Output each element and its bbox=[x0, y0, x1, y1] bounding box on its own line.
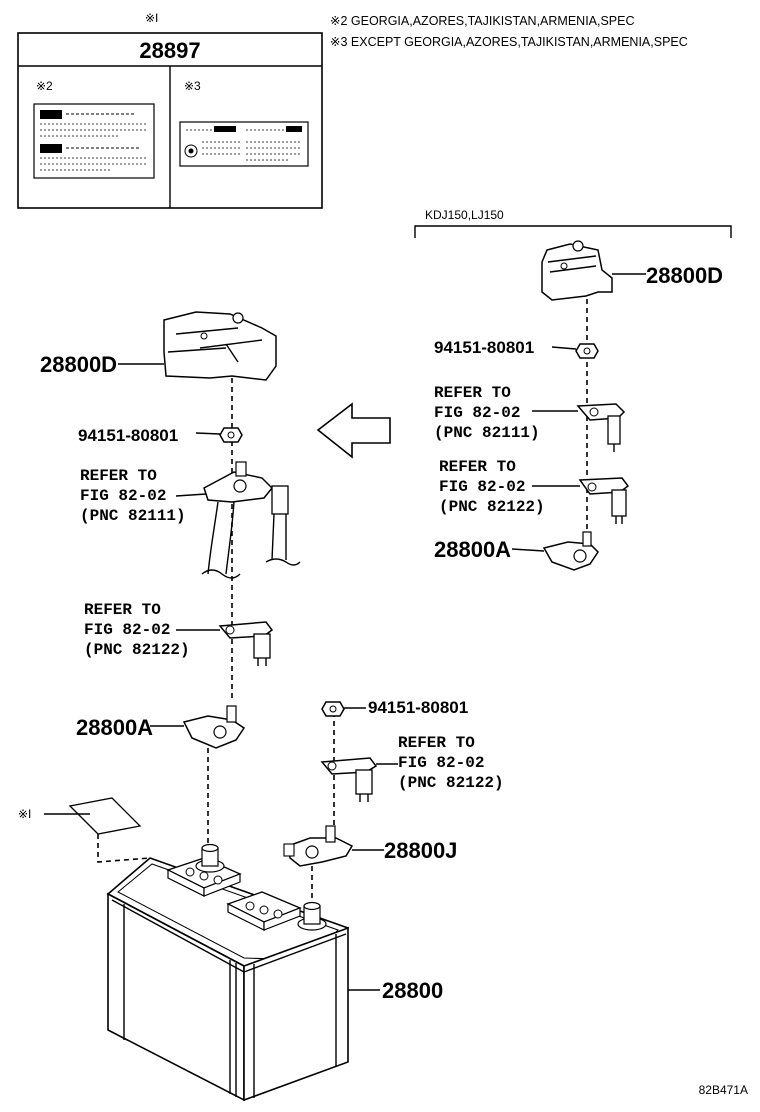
ref-b-right-line1: REFER TO bbox=[439, 458, 516, 476]
ref-a-right-line3: (PNC 82111) bbox=[434, 424, 540, 442]
ref-b-left-line3: (PNC 82122) bbox=[84, 641, 190, 659]
label-right-mark: ※3 bbox=[184, 79, 201, 93]
terminal-cover-right bbox=[541, 240, 613, 301]
ref-b-left-line2: FIG 82-02 bbox=[84, 621, 170, 639]
diagram-code: 82B471A bbox=[699, 1083, 748, 1097]
ref-b-right-line3: (PNC 82122) bbox=[439, 498, 545, 516]
ref-b-bottom-line3: (PNC 82122) bbox=[398, 774, 504, 792]
note-3: ※3 EXCEPT GEORGIA,AZORES,TAJIKISTAN,ARME… bbox=[330, 35, 688, 49]
arrow-left-icon bbox=[316, 402, 391, 459]
label-clamp-bottom: 28800J bbox=[384, 838, 457, 863]
terminal-cover-left bbox=[163, 311, 277, 381]
ref-b-bottom-line2: FIG 82-02 bbox=[398, 754, 484, 772]
variant-label: KDJ150,LJ150 bbox=[425, 208, 504, 222]
ref-a-right-line2: FIG 82-02 bbox=[434, 404, 520, 422]
ref-a-left-line1: REFER TO bbox=[80, 467, 157, 485]
label-cover-left: 28800D bbox=[40, 352, 117, 377]
terminal-b-right bbox=[578, 477, 630, 524]
terminal-b-bottom bbox=[320, 757, 378, 802]
clamp-bottom bbox=[283, 825, 354, 867]
note-2: ※2 GEORGIA,AZORES,TAJIKISTAN,ARMENIA,SPE… bbox=[330, 14, 635, 28]
label-clamp-right: 28800A bbox=[434, 537, 511, 562]
label-nut-bottom: 94151-80801 bbox=[368, 698, 468, 717]
terminal-a-left bbox=[201, 461, 301, 579]
label-battery: 28800 bbox=[382, 978, 443, 1003]
ref-a-right-line1: REFER TO bbox=[434, 384, 511, 402]
label-nut-right: 94151-80801 bbox=[434, 338, 534, 357]
ref-b-right-line2: FIG 82-02 bbox=[439, 478, 525, 496]
variant-bracket: KDJ150,LJ150 bbox=[414, 208, 732, 238]
label-box: ※I 28897 ※2 ※3 bbox=[17, 11, 323, 209]
ref-a-left-line2: FIG 82-02 bbox=[80, 487, 166, 505]
nut-bottom bbox=[321, 701, 345, 717]
label-nut-left: 94151-80801 bbox=[78, 426, 178, 445]
battery bbox=[106, 843, 350, 1102]
battery-terminal-right bbox=[297, 901, 327, 931]
nut-right bbox=[575, 343, 599, 359]
clamp-right bbox=[542, 531, 599, 571]
warning-label-sticker-left bbox=[33, 103, 155, 179]
nut-left bbox=[219, 427, 243, 443]
label-cover-right: 28800D bbox=[646, 263, 723, 288]
ref-b-left-line1: REFER TO bbox=[84, 601, 161, 619]
label-part-number: 28897 bbox=[139, 38, 200, 63]
label-box-mark: ※I bbox=[145, 11, 158, 25]
terminal-a-right bbox=[576, 403, 626, 452]
label-left-mark: ※2 bbox=[36, 79, 53, 93]
battery-terminal-left bbox=[195, 843, 225, 873]
ref-a-left-line3: (PNC 82111) bbox=[80, 507, 186, 525]
terminal-b-left bbox=[218, 621, 274, 666]
clamp-left bbox=[182, 705, 246, 749]
label-sticker-mark: ※I bbox=[18, 807, 31, 821]
warning-label-sticker-right bbox=[179, 121, 309, 167]
label-sticker bbox=[68, 797, 151, 863]
label-clamp-left: 28800A bbox=[76, 715, 153, 740]
ref-b-bottom-line1: REFER TO bbox=[398, 734, 475, 752]
